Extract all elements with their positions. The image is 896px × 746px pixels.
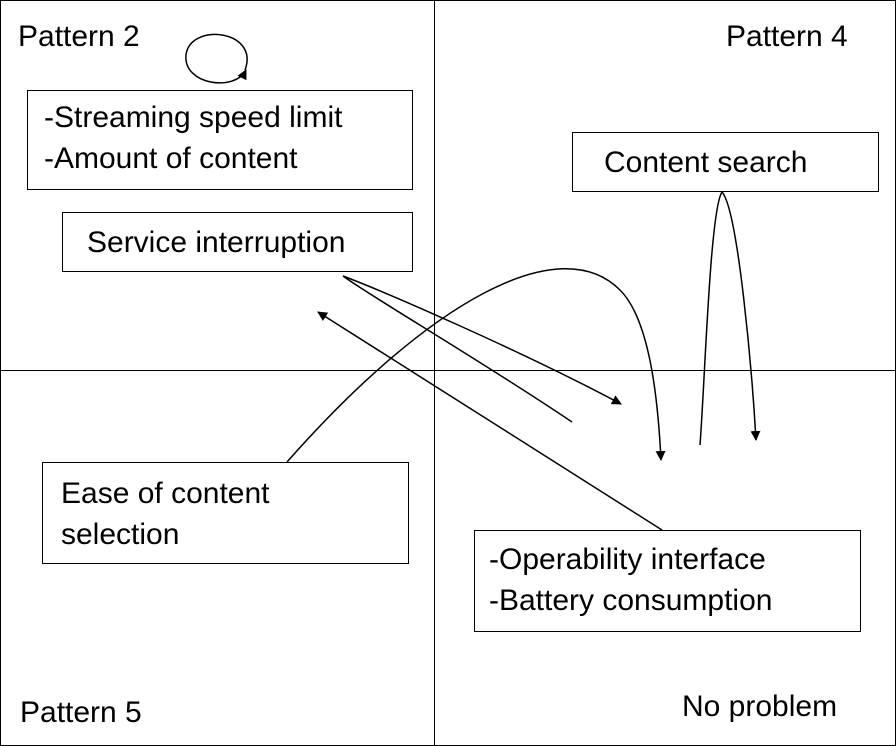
service-interruption-box: Service interruption xyxy=(62,212,413,272)
quadrant-label-top-right: Pattern 4 xyxy=(726,20,848,53)
horizontal-axis-line xyxy=(0,370,896,371)
ease-of-content-text: Ease of content xyxy=(61,477,270,510)
battery-consumption-text: -Battery consumption xyxy=(489,584,773,618)
content-search-box: Content search xyxy=(572,132,879,192)
selection-text: selection xyxy=(61,518,180,552)
service-stray-line xyxy=(342,275,573,423)
quadrant-label-bottom-left: Pattern 5 xyxy=(20,696,142,729)
vertical-axis-line xyxy=(434,0,435,746)
quadrant-label-top-left: Pattern 2 xyxy=(18,20,140,53)
service-interruption-text: Service interruption xyxy=(87,226,346,259)
content-search-text: Content search xyxy=(604,146,808,179)
ease-of-selection-box: Ease of content selection xyxy=(42,462,409,564)
operability-to-pattern2-arrow xyxy=(317,311,663,531)
operability-interface-text: -Operability interface xyxy=(489,543,766,576)
amount-of-content-text: -Amount of content xyxy=(44,142,298,176)
content-search-loop-arrow xyxy=(699,190,761,446)
ease-to-no-problem-arrow xyxy=(286,268,666,463)
service-to-no-problem-arrow xyxy=(342,275,622,405)
self-loop-arrow xyxy=(185,33,248,84)
streaming-content-box: -Streaming speed limit -Amount of conten… xyxy=(27,90,413,190)
quadrant-label-bottom-right: No problem xyxy=(682,690,838,723)
operability-battery-box: -Operability interface -Battery consumpt… xyxy=(474,530,861,632)
streaming-speed-limit-text: -Streaming speed limit xyxy=(44,101,343,134)
